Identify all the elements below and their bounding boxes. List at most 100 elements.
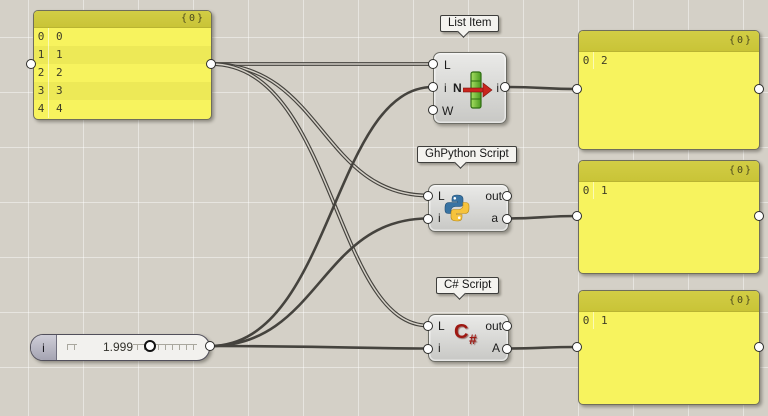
- balloon-text: GhPython Script: [425, 148, 509, 160]
- row-value: 2: [56, 66, 63, 79]
- row-index: 0: [37, 30, 45, 43]
- csharp-component[interactable]: L i C # out A: [428, 314, 509, 362]
- row-value: 4: [56, 102, 63, 115]
- input-label-L: L: [438, 319, 445, 333]
- row-value: 3: [56, 84, 63, 97]
- ghpython-output-port-a[interactable]: [502, 213, 512, 224]
- slider-name: i: [42, 340, 45, 355]
- row-index: 0: [582, 54, 590, 67]
- row-value: 1: [56, 48, 63, 61]
- csharp-output-port-A[interactable]: [502, 343, 512, 354]
- row-index: 0: [582, 314, 590, 327]
- row-value: 0: [56, 30, 63, 43]
- panel-path-header: {0}: [579, 31, 759, 52]
- row-value: 2: [601, 54, 608, 67]
- wire-ghpython-to-panel2[interactable]: [505, 214, 579, 220]
- input-label-i: i: [438, 211, 441, 225]
- row-value: 1: [601, 184, 608, 197]
- row-index: 2: [37, 66, 45, 79]
- listitem-nickname-balloon: List Item: [440, 15, 500, 38]
- slider-name-grip[interactable]: i: [31, 335, 57, 360]
- row-index: 0: [582, 184, 590, 197]
- panel1-output-port[interactable]: [754, 84, 764, 94]
- ghpython-nickname-balloon: GhPython Script: [417, 146, 517, 169]
- listitem-input-port-W[interactable]: [428, 105, 438, 115]
- listitem-input-port-L[interactable]: [428, 59, 438, 69]
- panel-path-header: {0}: [579, 291, 759, 312]
- input-label-L: L: [444, 58, 451, 72]
- slider-output-port[interactable]: [205, 341, 215, 351]
- csharp-nickname-balloon: C# Script: [436, 277, 500, 300]
- wire-slider-to-csharp-i[interactable]: [208, 344, 430, 350]
- ghpython-input-port-i[interactable]: [423, 213, 433, 224]
- listitem-output-port-i[interactable]: [500, 82, 510, 92]
- row-index: 4: [37, 102, 45, 115]
- wire-source-to-csharp-L[interactable]: [209, 62, 430, 328]
- number-slider[interactable]: i 1.999: [30, 334, 210, 361]
- panel-path: {0}: [180, 13, 205, 24]
- panel3-input-port[interactable]: [572, 342, 582, 352]
- output-label-out: out: [485, 319, 502, 333]
- balloon-text: List Item: [448, 17, 492, 29]
- balloon-text: C# Script: [444, 279, 492, 291]
- input-label-i: i: [438, 341, 441, 355]
- list-item-icon: [463, 71, 493, 109]
- wire-slider-to-listitem-i[interactable]: [208, 85, 435, 348]
- csharp-icon-hash: #: [469, 331, 477, 347]
- panel-path: {0}: [728, 35, 753, 46]
- panel3-output-port[interactable]: [754, 342, 764, 352]
- input-label-i: i: [444, 81, 447, 95]
- row-index: 1: [37, 48, 45, 61]
- source-panel-input-port[interactable]: [26, 59, 36, 69]
- ghpython-output-port-out[interactable]: [502, 190, 512, 201]
- source-panel-output-port[interactable]: [206, 59, 216, 69]
- panel-path-header: {0}: [34, 11, 211, 28]
- wire-csharp-to-panel3[interactable]: [505, 345, 579, 350]
- list-item-component[interactable]: L i W N i: [433, 52, 507, 124]
- output-label-a: a: [491, 211, 498, 225]
- panel2-input-port[interactable]: [572, 211, 582, 221]
- slider-value: 1.999: [77, 335, 133, 360]
- row-value: 1: [601, 314, 608, 327]
- csharp-output-port-out[interactable]: [502, 320, 512, 331]
- ghpython-input-port-L[interactable]: [423, 190, 433, 201]
- csharp-input-port-L[interactable]: [423, 320, 433, 331]
- csharp-icon: C: [454, 321, 469, 343]
- input-label-W: W: [442, 104, 454, 118]
- panel2-output-port[interactable]: [754, 211, 764, 221]
- list-item-N-label: N: [453, 81, 462, 95]
- csharp-input-port-i[interactable]: [423, 343, 433, 354]
- python-icon: [444, 194, 470, 222]
- panel-path-header: {0}: [579, 161, 759, 182]
- output-label-A: A: [491, 341, 500, 355]
- listitem-input-port-i[interactable]: [428, 82, 438, 92]
- row-index: 3: [37, 84, 45, 97]
- panel-path: {0}: [728, 295, 753, 306]
- panel-path: {0}: [728, 165, 753, 176]
- slider-knob[interactable]: [144, 340, 156, 352]
- wire-source-to-ghpython-L[interactable]: [209, 62, 430, 198]
- panel1-input-port[interactable]: [572, 84, 582, 94]
- wire-listitem-to-panel1[interactable]: [503, 85, 579, 91]
- ghpython-component[interactable]: L i out a: [428, 184, 509, 232]
- input-label-L: L: [438, 189, 445, 203]
- wire-slider-to-ghpython-i[interactable]: [208, 217, 430, 348]
